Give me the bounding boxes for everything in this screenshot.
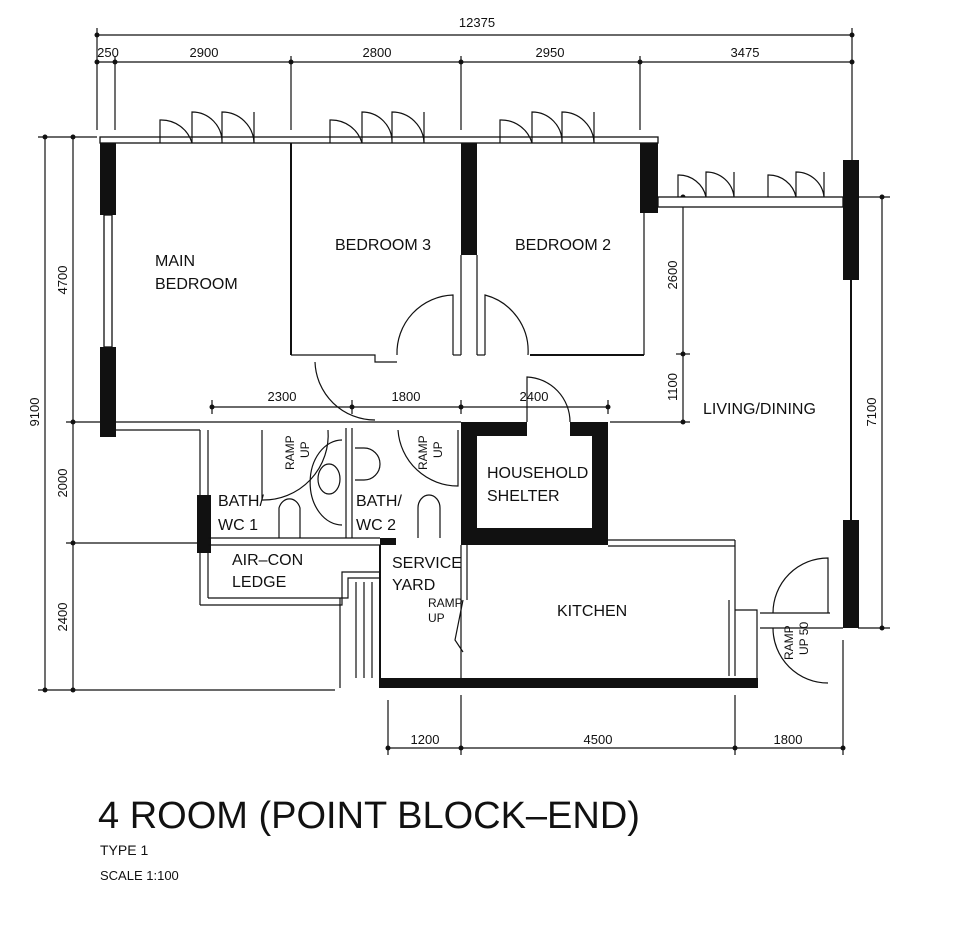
label-living-dining: LIVING/DINING bbox=[703, 401, 816, 418]
dim-left-overall: 9100 bbox=[27, 398, 42, 427]
dim-mid-1: 2300 bbox=[268, 389, 297, 404]
dim-top-1: 250 bbox=[97, 45, 119, 60]
label-bedroom-2: BEDROOM 2 bbox=[515, 237, 611, 254]
label-bath2-2: WC 2 bbox=[356, 517, 396, 534]
label-kitchen: KITCHEN bbox=[557, 603, 627, 620]
label-shelter-1: HOUSEHOLD bbox=[487, 465, 588, 482]
dim-right-overall: 7100 bbox=[864, 398, 879, 427]
dim-left-3: 2400 bbox=[55, 603, 70, 632]
ramp-service-1: RAMP bbox=[428, 596, 463, 610]
label-main-bedroom-1: MAIN bbox=[155, 253, 195, 270]
dim-top-5: 3475 bbox=[731, 45, 760, 60]
ramp-entrance-2: UP 50 bbox=[797, 622, 811, 655]
dim-bottom-1: 1200 bbox=[411, 732, 440, 747]
walls bbox=[99, 136, 859, 688]
label-bath2-1: BATH/ bbox=[356, 493, 402, 510]
label-main-bedroom-2: BEDROOM bbox=[155, 276, 238, 293]
dim-living-2: 1100 bbox=[665, 373, 680, 401]
windows bbox=[159, 111, 825, 198]
dim-bottom-3: 1800 bbox=[774, 732, 803, 747]
ramp-bath2-1: RAMP bbox=[416, 435, 430, 470]
dim-left-2: 2000 bbox=[55, 469, 70, 498]
dimension-lines bbox=[38, 28, 890, 755]
dim-top-3: 2800 bbox=[363, 45, 392, 60]
label-service-1: SERVICE bbox=[392, 555, 462, 572]
dim-living-1: 2600 bbox=[665, 261, 680, 290]
plan-title: 4 ROOM (POINT BLOCK–END) bbox=[98, 795, 640, 837]
ramp-bath1-2: UP bbox=[298, 441, 312, 458]
label-bath1-1: BATH/ bbox=[218, 493, 264, 510]
dimension-ticks bbox=[42, 32, 885, 751]
ramp-bath2-2: UP bbox=[431, 441, 445, 458]
dim-bottom-2: 4500 bbox=[584, 732, 613, 747]
dim-mid-3: 2400 bbox=[520, 389, 549, 404]
label-aircon-2: LEDGE bbox=[232, 574, 286, 591]
fixtures bbox=[278, 439, 441, 538]
plan-scale: SCALE 1:100 bbox=[100, 868, 179, 883]
label-shelter-2: SHELTER bbox=[487, 488, 560, 505]
ramp-service-2: UP bbox=[428, 611, 445, 625]
dim-overall-width: 12375 bbox=[459, 15, 495, 30]
ramp-entrance-1: RAMP bbox=[782, 625, 796, 660]
label-bedroom-3: BEDROOM 3 bbox=[335, 237, 431, 254]
dim-top-2: 2900 bbox=[190, 45, 219, 60]
ramp-bath1-1: RAMP bbox=[283, 435, 297, 470]
label-service-2: YARD bbox=[392, 577, 435, 594]
dim-left-1: 4700 bbox=[55, 266, 70, 295]
label-aircon-1: AIR–CON bbox=[232, 552, 303, 569]
dim-mid-2: 1800 bbox=[392, 389, 421, 404]
dim-top-4: 2950 bbox=[536, 45, 565, 60]
plan-type: TYPE 1 bbox=[100, 842, 148, 858]
label-bath1-2: WC 1 bbox=[218, 517, 258, 534]
